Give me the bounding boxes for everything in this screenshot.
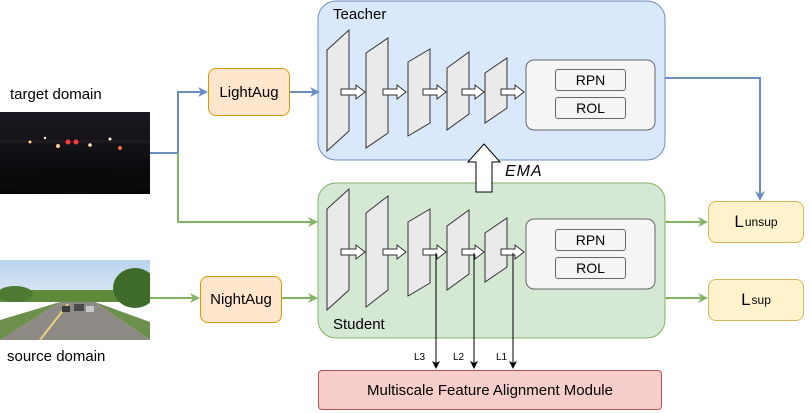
student-flow-arrow [422,243,447,261]
nightaug-box: NightAug [200,276,282,323]
level-label-l1: L1 [496,352,508,363]
student-backbone [326,187,525,312]
unsup-loss-symbol: L [734,212,744,231]
teacher-flow-arrow [461,83,485,101]
level-label-l2: L2 [453,352,465,363]
student-flow-arrow [500,243,525,261]
teacher-layer-3 [407,48,431,137]
student-layer-3 [407,208,431,297]
ema-label: EMA [505,163,543,180]
student-layer-5 [484,217,508,283]
sup-loss-subscript: sup [751,293,771,307]
teacher-to-unsup-arrow [665,77,765,201]
multiscale-feature-alignment-module: Multiscale Feature Alignment Module [318,370,662,410]
teacher-backbone [326,28,525,153]
teacher-rpn-box: RPN [555,69,626,91]
teacher-layer-4 [446,51,470,131]
teacher-layer-2 [365,37,389,149]
student-layer-2 [365,194,389,309]
target-to-student-arrow [177,153,318,227]
source-domain-image [0,260,150,340]
student-flow-arrow [461,243,485,261]
teacher-flow-arrow [500,83,525,101]
student-rol-box: ROL [555,257,626,279]
teacher-layer-1 [326,28,350,153]
teacher-layer-5 [484,57,508,124]
unsup-loss-subscript: unsup [744,215,778,229]
teacher-flow-arrow [422,83,447,101]
student-flow-arrow [340,243,366,261]
target-domain-label: target domain [10,86,102,103]
student-flow-arrow [382,243,407,261]
lightaug-box: LightAug [208,68,290,116]
teacher-flow-arrow [340,83,366,101]
level-label-l3: L3 [414,352,426,363]
teacher-rol-box: ROL [555,97,626,119]
sup-loss-symbol: L [741,290,751,309]
source-domain-label: source domain [7,348,106,365]
target-domain-image [0,112,150,194]
ema-arrow [466,143,502,193]
teacher-label: Teacher [333,6,387,23]
teacher-flow-arrow [382,83,407,101]
student-layer-4 [446,209,470,291]
student-label: Student [333,316,385,333]
student-layer-1 [326,187,350,312]
student-rpn-box: RPN [555,229,626,251]
target-to-lightaug-arrow [150,87,208,154]
